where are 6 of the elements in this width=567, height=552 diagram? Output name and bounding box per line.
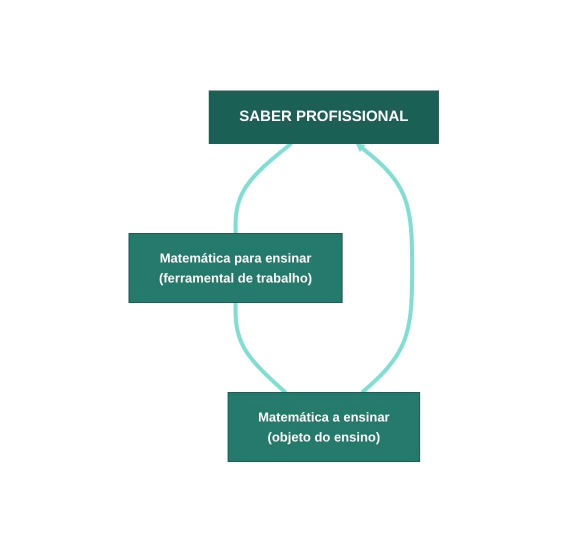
node-box: SABER PROFISSIONAL — [208, 90, 439, 144]
node-box: Matemática a ensinar (objeto do ensino) — [227, 392, 420, 462]
node-box: Matemática para ensinar (ferramental de trabalho) — [128, 232, 342, 303]
connector — [233, 142, 292, 234]
arrow — [356, 142, 414, 394]
connector — [233, 302, 287, 394]
